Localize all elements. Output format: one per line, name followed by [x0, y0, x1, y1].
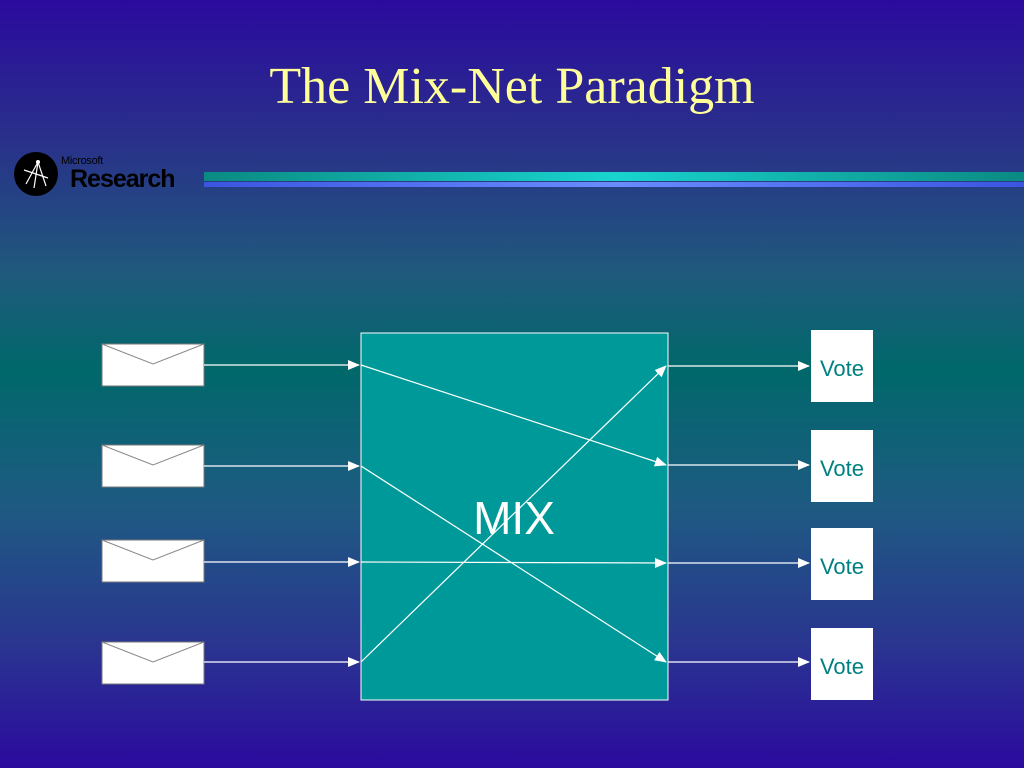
envelope-icon — [101, 444, 205, 488]
vote-label: Vote — [820, 356, 864, 381]
mix-permutation-line — [360, 365, 667, 663]
slide-title: The Mix-Net Paradigm — [269, 58, 755, 115]
logo-brand-small: Microsoft — [61, 155, 103, 167]
vote-label: Vote — [820, 654, 864, 679]
mix-permutation-line — [360, 364, 667, 467]
vote-label: Vote — [820, 456, 864, 481]
vote-label: Vote — [820, 554, 864, 579]
envelope-icon — [101, 641, 205, 685]
mix-label: MIX — [473, 492, 555, 544]
mix-permutation-line — [360, 465, 667, 663]
envelope-icon — [101, 539, 205, 583]
envelope-icon — [101, 343, 205, 387]
mix-permutation-line — [360, 557, 667, 568]
microsoft-research-logo: Microsoft Research — [14, 152, 204, 198]
vote-card: Vote — [811, 628, 873, 700]
logo-mark-icon — [14, 152, 58, 196]
vote-card: Vote — [811, 430, 873, 502]
logo-brand-big: Research — [70, 165, 176, 193]
mix-box — [360, 332, 669, 701]
vote-card: Vote — [811, 330, 873, 402]
header-divider — [204, 172, 1024, 188]
vote-card: Vote — [811, 528, 873, 600]
